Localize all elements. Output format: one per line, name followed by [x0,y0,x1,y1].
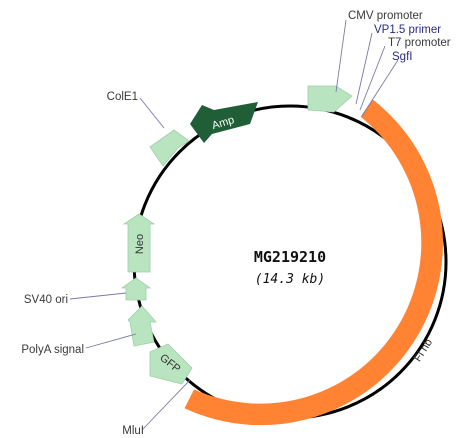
plasmid-size: (14.3 kb) [255,272,325,287]
sv40-ori-leader [69,292,127,300]
mlui-label: MluI [122,425,144,437]
neo-arrow [122,213,156,273]
amp-arrow [190,102,258,143]
sv40-ori-label: SV40 ori [24,294,68,306]
sv40-ori-arrow [120,277,152,301]
polya-signal-label: PolyA signal [21,344,84,356]
cmv-promoter-leader [335,19,347,93]
t7-promoter-leader [359,45,386,111]
plasmid-name: MG219210 [254,248,326,266]
mlui-leader [141,379,191,431]
neo-label: Neo [134,234,146,254]
cole1-leader [139,97,165,129]
cmv-promoter-label: CMV promoter [348,10,423,22]
vp15-primer-label: VP1.5 primer [374,24,441,36]
sgfi-label: SgfI [392,51,412,63]
gfp-arrow [149,343,193,385]
cmv-promoter-arrow [307,85,353,113]
t7-promoter-label: T7 promoter [388,37,451,49]
cole1-arrow [149,129,190,167]
polya-signal-leader [85,333,137,349]
vp15-primer-leader [355,32,373,105]
cole1-label: ColE1 [107,91,138,103]
insert-label: Fl nb [412,337,435,364]
polya-signal-arrow [127,305,157,347]
sgfi-leader [361,59,399,117]
